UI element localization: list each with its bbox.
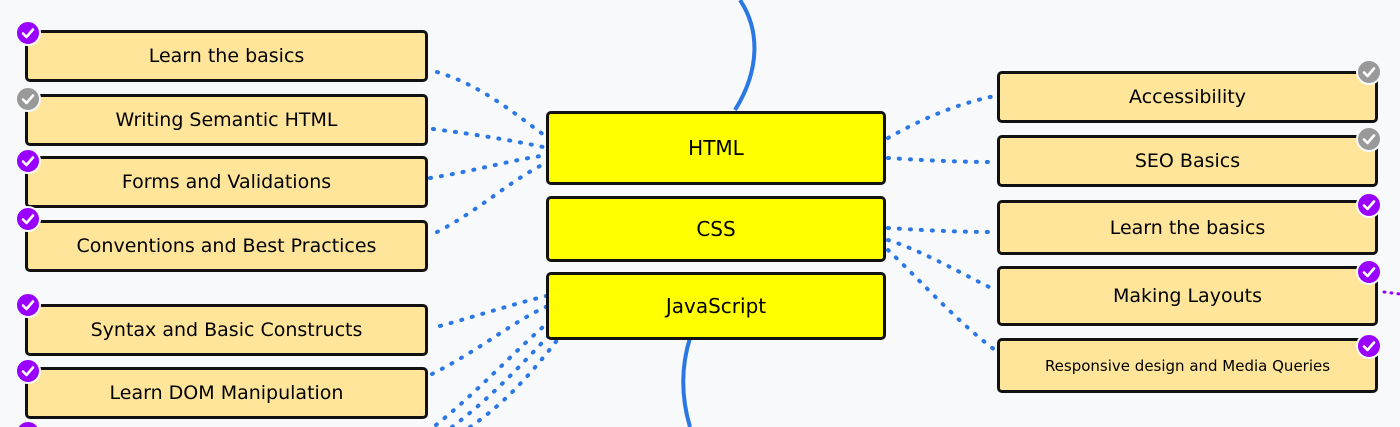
subtopic-label: Learn the basics	[148, 45, 305, 67]
pending-check-icon[interactable]	[1356, 59, 1382, 85]
connector-css-responsive	[886, 248, 997, 352]
subtopic-label: Making Layouts	[1113, 285, 1262, 307]
connector-js-syntax	[438, 294, 548, 328]
spine-curve-top	[733, 0, 757, 112]
subtopic-conventions-best-practices[interactable]: Conventions and Best Practices	[25, 220, 428, 272]
connector-html-conventions	[435, 160, 550, 234]
topic-html-label: HTML	[688, 136, 744, 160]
subtopic-label: Syntax and Basic Constructs	[90, 319, 363, 341]
subtopic-seo-basics[interactable]: SEO Basics	[997, 135, 1378, 187]
connector-css-layouts	[886, 238, 997, 292]
done-check-icon[interactable]	[1356, 333, 1382, 359]
done-check-icon[interactable]	[15, 292, 41, 318]
subtopic-label: Learn DOM Manipulation	[109, 382, 344, 404]
subtopic-label: Accessibility	[1129, 86, 1246, 108]
subtopic-syntax-basic-constructs[interactable]: Syntax and Basic Constructs	[25, 304, 428, 356]
subtopic-learn-the-basics-html[interactable]: Learn the basics	[25, 30, 428, 82]
subtopic-label: Learn the basics	[1109, 216, 1266, 239]
subtopic-learn-dom-manipulation[interactable]: Learn DOM Manipulation	[25, 367, 428, 419]
subtopic-learn-the-basics-css[interactable]: Learn the basics	[997, 200, 1378, 255]
subtopic-making-layouts[interactable]: Making Layouts	[997, 266, 1378, 326]
spine-curve-bottom	[681, 337, 692, 427]
done-check-icon[interactable]	[15, 20, 41, 46]
topic-html[interactable]: HTML	[546, 111, 886, 185]
subtopic-accessibility[interactable]: Accessibility	[997, 71, 1378, 123]
pending-check-icon[interactable]	[15, 86, 41, 112]
pending-check-icon[interactable]	[1356, 126, 1382, 152]
topic-css[interactable]: CSS	[546, 196, 886, 262]
subtopic-writing-semantic-html[interactable]: Writing Semantic HTML	[25, 94, 428, 146]
topic-css-label: CSS	[696, 217, 736, 241]
done-check-icon[interactable]	[1356, 192, 1382, 218]
subtopic-responsive-design[interactable]: Responsive design and Media Queries	[997, 338, 1378, 393]
subtopic-label: Conventions and Best Practices	[76, 235, 377, 257]
connector-html-forms	[428, 153, 550, 180]
connector-css-basics	[886, 226, 997, 234]
subtopic-label: SEO Basics	[1134, 150, 1241, 172]
done-check-icon[interactable]	[15, 206, 41, 232]
connector-html-seo	[886, 156, 997, 164]
connector-js-dom	[430, 304, 550, 376]
topic-javascript[interactable]: JavaScript	[546, 272, 886, 340]
done-check-icon[interactable]	[15, 358, 41, 384]
topic-javascript-label: JavaScript	[665, 294, 767, 318]
subtopic-label: Responsive design and Media Queries	[1044, 356, 1331, 375]
subtopic-label: Writing Semantic HTML	[115, 109, 338, 131]
connector-layouts-offscreen	[1382, 290, 1400, 296]
subtopic-label: Forms and Validations	[121, 171, 332, 193]
connector-js-extra-1	[434, 314, 558, 427]
done-check-icon[interactable]	[15, 148, 41, 174]
connector-html-learn-basics	[435, 70, 550, 140]
subtopic-forms-and-validations[interactable]: Forms and Validations	[25, 156, 428, 208]
done-check-icon[interactable]	[1356, 259, 1382, 285]
connector-html-semantic	[431, 127, 550, 150]
connector-js-extra-2	[450, 322, 562, 427]
connector-html-accessibility	[886, 94, 997, 140]
connector-js-extra-3	[468, 328, 567, 427]
